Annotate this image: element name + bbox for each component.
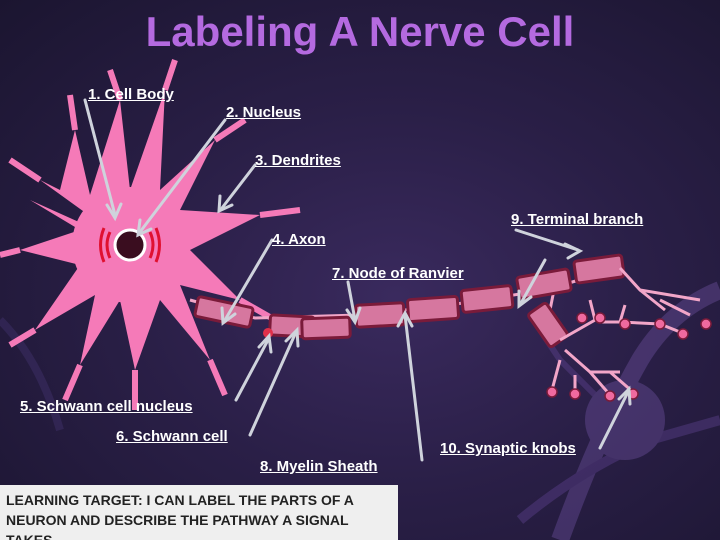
slide-title: Labeling A Nerve Cell — [145, 8, 575, 55]
pointer-arrows — [83, 98, 632, 462]
synaptic-knobs — [546, 312, 712, 402]
label-axon: 4. Axon — [272, 231, 326, 248]
schwann-cell-nucleus-dot — [263, 328, 273, 338]
label-node-of-ranvier: 7. Node of Ranvier — [332, 265, 464, 282]
label-terminal-branch: 9. Terminal branch — [511, 211, 644, 228]
nucleus-shape — [99, 227, 161, 263]
label-cell-body: 1. Cell Body — [88, 86, 174, 103]
learning-target-box: LEARNING TARGET: I CAN LABEL THE PARTS O… — [0, 485, 398, 540]
label-dendrites: 3. Dendrites — [255, 152, 341, 169]
label-schwann-cell: 6. Schwann cell — [116, 428, 228, 445]
label-myelin-sheath: 8. Myelin Sheath — [260, 458, 378, 475]
label-synaptic-knobs: 10. Synaptic knobs — [440, 440, 576, 457]
label-nucleus: 2. Nucleus — [226, 104, 302, 121]
label-schwann-cell-nucleus: 5. Schwann cell nucleus — [20, 398, 193, 415]
